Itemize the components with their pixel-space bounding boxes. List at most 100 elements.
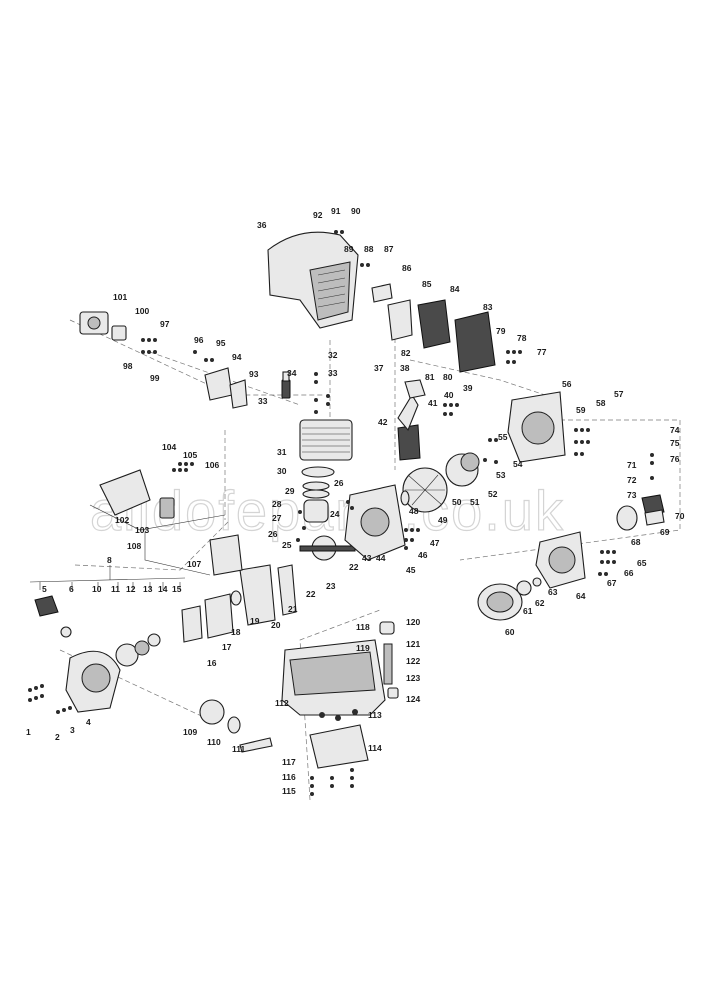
label-78: 78 [517, 333, 527, 343]
crankcase [344, 484, 406, 561]
gasket-100 [111, 325, 127, 341]
air-filter-cover-83 [454, 311, 496, 373]
recoil-starter [65, 650, 121, 713]
label-58: 58 [596, 398, 606, 408]
label-29: 29 [285, 486, 295, 496]
label-114: 114 [368, 743, 382, 753]
label-88: 88 [364, 244, 374, 254]
label-76: 76 [670, 454, 680, 464]
engine-cover [267, 231, 359, 329]
insulator-94 [204, 367, 233, 401]
clutch-spring-52 [460, 452, 480, 472]
label-85: 85 [422, 279, 432, 289]
rope-6 [60, 626, 72, 638]
label-53: 53 [496, 470, 506, 480]
label-106: 106 [205, 460, 219, 470]
label-115: 115 [282, 786, 296, 796]
fuel-tank [281, 639, 386, 716]
label-39: 39 [463, 383, 473, 393]
label-51: 51 [470, 497, 480, 507]
label-80: 80 [443, 372, 453, 382]
label-65: 65 [637, 558, 647, 568]
label-107: 107 [187, 559, 201, 569]
label-25: 25 [282, 540, 292, 550]
label-118: 118 [356, 622, 370, 632]
gasket-21 [277, 564, 297, 616]
filter-124 [387, 687, 399, 699]
air-filter-102 [99, 469, 151, 516]
label-26b: 26 [334, 478, 344, 488]
label-62: 62 [535, 598, 545, 608]
label-24: 24 [330, 509, 340, 519]
label-26a: 26 [268, 529, 278, 539]
label-36: 36 [257, 220, 267, 230]
air-box-107 [209, 534, 243, 576]
label-77: 77 [537, 347, 547, 357]
label-23: 23 [326, 581, 336, 591]
label-8: 8 [107, 555, 112, 565]
label-13: 13 [143, 584, 153, 594]
label-3: 3 [70, 725, 75, 735]
label-113: 113 [368, 710, 382, 720]
gasket-17 [181, 605, 203, 643]
label-111: 111 [232, 744, 246, 754]
label-72: 72 [627, 475, 637, 485]
label-79: 79 [496, 326, 506, 336]
label-97: 97 [160, 319, 170, 329]
label-56: 56 [562, 379, 572, 389]
carburetor [79, 311, 109, 335]
label-123: 123 [406, 673, 420, 683]
label-63: 63 [548, 587, 558, 597]
label-70: 70 [675, 511, 685, 521]
cylinder [299, 419, 353, 461]
label-45: 45 [406, 565, 416, 575]
spring-12 [134, 640, 150, 656]
label-2: 2 [55, 732, 60, 742]
label-38: 38 [400, 363, 410, 373]
label-60: 60 [505, 627, 515, 637]
label-108: 108 [127, 541, 141, 551]
fasteners [28, 230, 654, 796]
label-81: 81 [425, 372, 435, 382]
label-124: 124 [406, 694, 420, 704]
label-52: 52 [488, 489, 498, 499]
label-44: 44 [376, 553, 386, 563]
label-5: 5 [42, 584, 47, 594]
label-116: 116 [282, 772, 296, 782]
throttle-block-70 [641, 494, 665, 516]
fan-housing [507, 391, 566, 463]
gasket-93 [229, 379, 248, 409]
cylinder-gasket-30 [301, 466, 335, 478]
label-33b: 33 [258, 396, 268, 406]
washer-48 [400, 490, 410, 506]
label-20: 20 [271, 620, 281, 630]
piston-ring-28 [302, 489, 330, 499]
label-68: 68 [631, 537, 641, 547]
piston-ring-29 [302, 481, 330, 491]
label-66: 66 [624, 568, 634, 578]
label-14: 14 [158, 584, 168, 594]
label-92: 92 [313, 210, 323, 220]
label-28: 28 [272, 499, 282, 509]
label-103: 103 [135, 525, 149, 535]
label-22a: 22 [306, 589, 316, 599]
label-86: 86 [402, 263, 412, 273]
label-61: 61 [523, 606, 533, 616]
label-119: 119 [356, 643, 370, 653]
label-69: 69 [660, 527, 670, 537]
label-89: 89 [344, 244, 354, 254]
label-30: 30 [277, 466, 287, 476]
label-73: 73 [627, 490, 637, 500]
label-34: 34 [287, 368, 297, 378]
label-121: 121 [406, 639, 420, 649]
label-105: 105 [183, 450, 197, 460]
fuel-cap-109 [199, 699, 225, 725]
label-37: 37 [374, 363, 384, 373]
air-filter-housing-84 [417, 299, 451, 349]
label-83: 83 [483, 302, 493, 312]
label-112: 112 [275, 698, 289, 708]
label-120: 120 [406, 617, 420, 627]
label-64: 64 [576, 591, 586, 601]
label-22b: 22 [349, 562, 359, 572]
